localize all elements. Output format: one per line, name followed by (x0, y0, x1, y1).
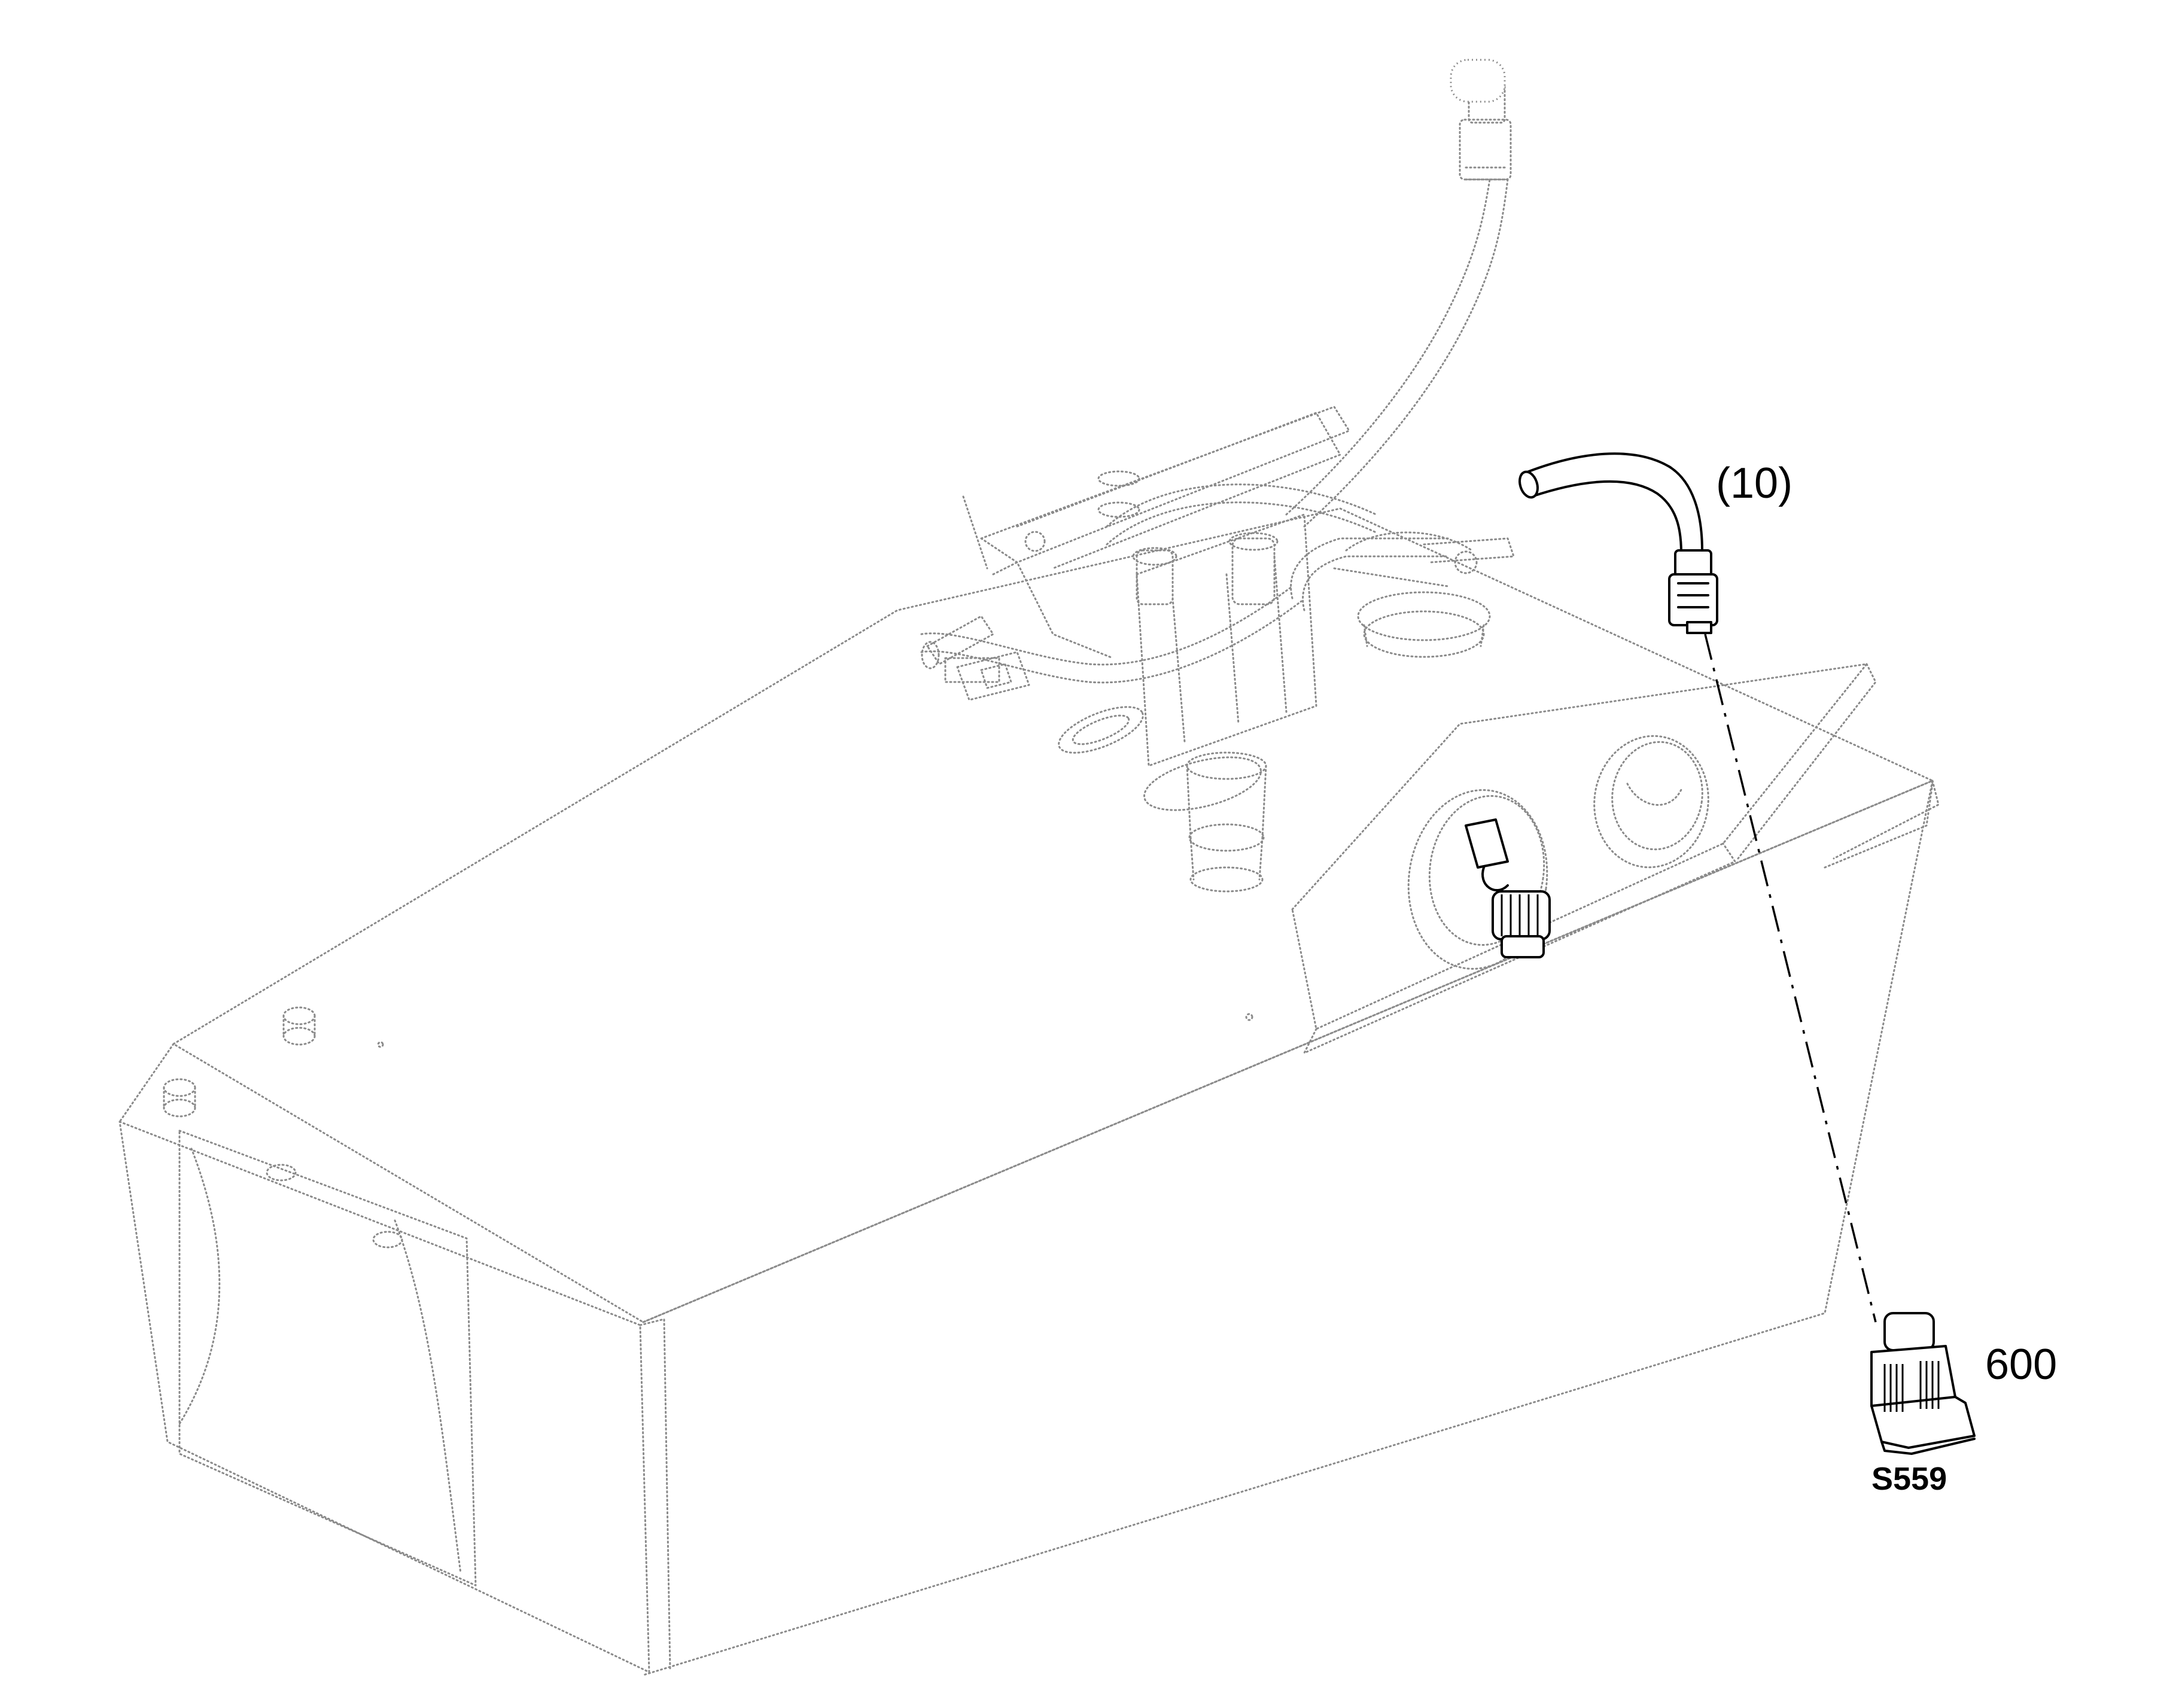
gauge-panel (1291, 663, 1877, 1054)
tank-housing (118, 507, 1940, 1676)
wire-harness-connector (1518, 452, 1718, 634)
leader-line (1704, 634, 1877, 1323)
switch-reference-label: S559 (1871, 1461, 1947, 1497)
callout-switch-part: 600 (1985, 1341, 2057, 1389)
switch-600 (1870, 1312, 1976, 1455)
callout-hose-ref: (10) (1716, 459, 1792, 507)
gauge-connector (1465, 818, 1551, 958)
pump-valve-assembly (920, 59, 1515, 893)
